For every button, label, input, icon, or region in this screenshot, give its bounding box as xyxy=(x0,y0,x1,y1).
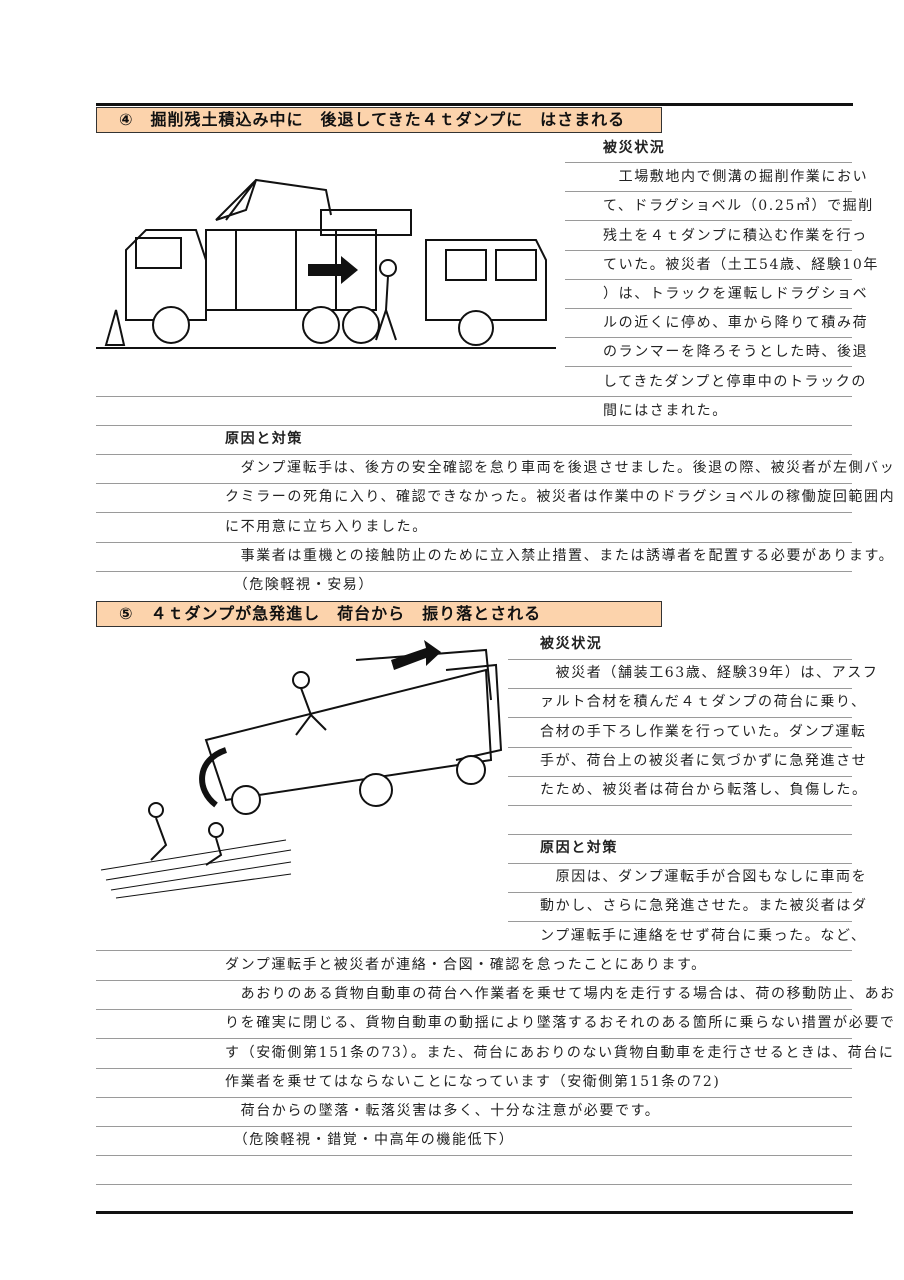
section5-situation-label: 被災状況 xyxy=(540,636,603,652)
ruled-line xyxy=(508,834,852,836)
ruled-line xyxy=(508,921,852,923)
section5-causes-line: す（安衛側第151条の73）。また、荷台にあおりのない貨物自動車を走行させるとき… xyxy=(225,1044,895,1061)
ruled-line xyxy=(565,366,852,368)
top-divider xyxy=(96,103,853,106)
section4-situation-line: ）は、トラックを運転しドラグショベ xyxy=(603,286,869,302)
section5-causes-line: あおりのある貨物自動車の荷台へ作業者を乗せて場内を走行する場合は、荷の移動防止、… xyxy=(225,986,896,1003)
ruled-line xyxy=(565,162,852,163)
falling-worker-dump-truck-illustration xyxy=(100,640,503,899)
ruled-line xyxy=(96,1155,852,1157)
ruled-line xyxy=(96,570,852,572)
section5-causes-line: （危険軽視・錯覚・中高年の機能低下） xyxy=(225,1132,515,1149)
section5-causes-line: 荷台からの墜落・転落災害は多く、十分な注意が必要です。 xyxy=(225,1103,661,1119)
ruled-line xyxy=(565,249,852,251)
ruled-line xyxy=(96,541,852,543)
section4-causes-label: 原因と対策 xyxy=(225,431,303,447)
section4-causes-line: 事業者は重機との接触防止のために立入禁止措置、または誘導者を配置する必要がありま… xyxy=(225,547,895,564)
section4-situation-line: て、ドラグショベル（0.25㎥）で掘削 xyxy=(603,198,874,215)
ruled-line xyxy=(508,775,852,777)
section4-causes-line: ダンプ運転手は、後方の安全確認を怠り車両を後退させました。後退の際、被災者が左側… xyxy=(225,460,896,477)
section5-causes-line: ンプ運転手に連絡をせず荷台に乗った。など、 xyxy=(540,927,867,944)
section4-situation-line: ルの近くに停め、車から降りて積み荷 xyxy=(603,315,869,332)
section4-causes-line: クミラーの死角に入り、確認できなかった。被災者は作業中のドラグショベルの稼働旋回… xyxy=(225,489,896,506)
ruled-line xyxy=(508,805,852,806)
ruled-line xyxy=(96,1067,852,1069)
ruled-line xyxy=(96,425,852,426)
section4-title: ④ 掘削残土積込み中に 後退してきた４ｔダンプに はさまれる xyxy=(96,107,662,133)
section5-situation-line: たため、被災者は荷台から転落し、負傷した。 xyxy=(540,782,868,798)
ruled-line xyxy=(565,220,852,222)
section4-situation-line: のランマーを降ろそうとした時、後退 xyxy=(603,344,869,361)
section5-causes-line: ダンプ運転手と被災者が連絡・合図・確認を怠ったことにあります。 xyxy=(225,957,707,973)
section5-causes-line: 原因は、ダンプ運転手が合図もなしに車両を xyxy=(540,869,868,886)
section4-situation-line: してきたダンプと停車中のトラックの xyxy=(603,373,867,390)
ruled-line xyxy=(508,717,852,719)
backing-dump-truck-illustration xyxy=(96,178,556,349)
ruled-line xyxy=(96,483,852,485)
ruled-line xyxy=(508,659,852,660)
ruled-line xyxy=(96,1096,852,1098)
section5-situation-line: 被災者（舗装工63歳、経験39年）は、アスフ xyxy=(540,665,879,682)
section5-causes-line: りを確実に閉じる、貨物自動車の動揺により墜落するおそれのある箇所に乗らない措置が… xyxy=(225,1015,896,1032)
ruled-line xyxy=(565,337,852,339)
ruled-line xyxy=(565,191,852,193)
section5-title: ⑤ ４ｔダンプが急発進し 荷台から 振り落とされる xyxy=(96,601,662,627)
ruled-line xyxy=(96,1126,852,1127)
ruled-line xyxy=(565,308,852,309)
section4-situation-line: ていた。被災者（土工54歳、経験10年 xyxy=(603,256,880,273)
ruled-line xyxy=(96,454,852,455)
ruled-line xyxy=(508,688,852,690)
ruled-line xyxy=(508,746,852,748)
section4-situation-line: 残土を４ｔダンプに積込む作業を行っ xyxy=(603,227,868,244)
ruled-line xyxy=(96,980,852,981)
ruled-line xyxy=(508,892,852,894)
ruled-line xyxy=(96,950,852,951)
ruled-line xyxy=(96,396,852,397)
section5-situation-line: ァルト合材を積んだ４ｔダンプの荷台に乗り、 xyxy=(540,694,867,711)
section5-situation-line: 手が、荷台上の被災者に気づかずに急発進させ xyxy=(540,752,868,769)
section5-situation-line: 合材の手下ろし作業を行っていた。ダンプ運転 xyxy=(540,723,867,740)
ruled-line xyxy=(565,278,852,280)
section4-situation-line: 工場敷地内で側溝の掘削作業におい xyxy=(603,169,869,186)
ruled-line xyxy=(96,1184,852,1186)
section4-situation-line: 間にはさまれた。 xyxy=(603,402,728,419)
section4-causes-line: （危険軽視・安易） xyxy=(225,577,374,593)
bottom-divider xyxy=(96,1211,853,1214)
section4-causes-line: に不用意に立ち入りました。 xyxy=(225,518,428,535)
section5-causes-label: 原因と対策 xyxy=(540,840,618,856)
ruled-line xyxy=(96,1009,852,1011)
ruled-line xyxy=(508,863,852,864)
ruled-line xyxy=(96,512,852,514)
ruled-line xyxy=(96,1038,852,1040)
section4-situation-label: 被災状況 xyxy=(603,140,666,156)
section5-causes-line: 動かし、さらに急発進させた。また被災者はダ xyxy=(540,898,868,915)
section5-causes-line: 作業者を乗せてはならないことになっています（安衛側第151条の72) xyxy=(225,1073,721,1090)
